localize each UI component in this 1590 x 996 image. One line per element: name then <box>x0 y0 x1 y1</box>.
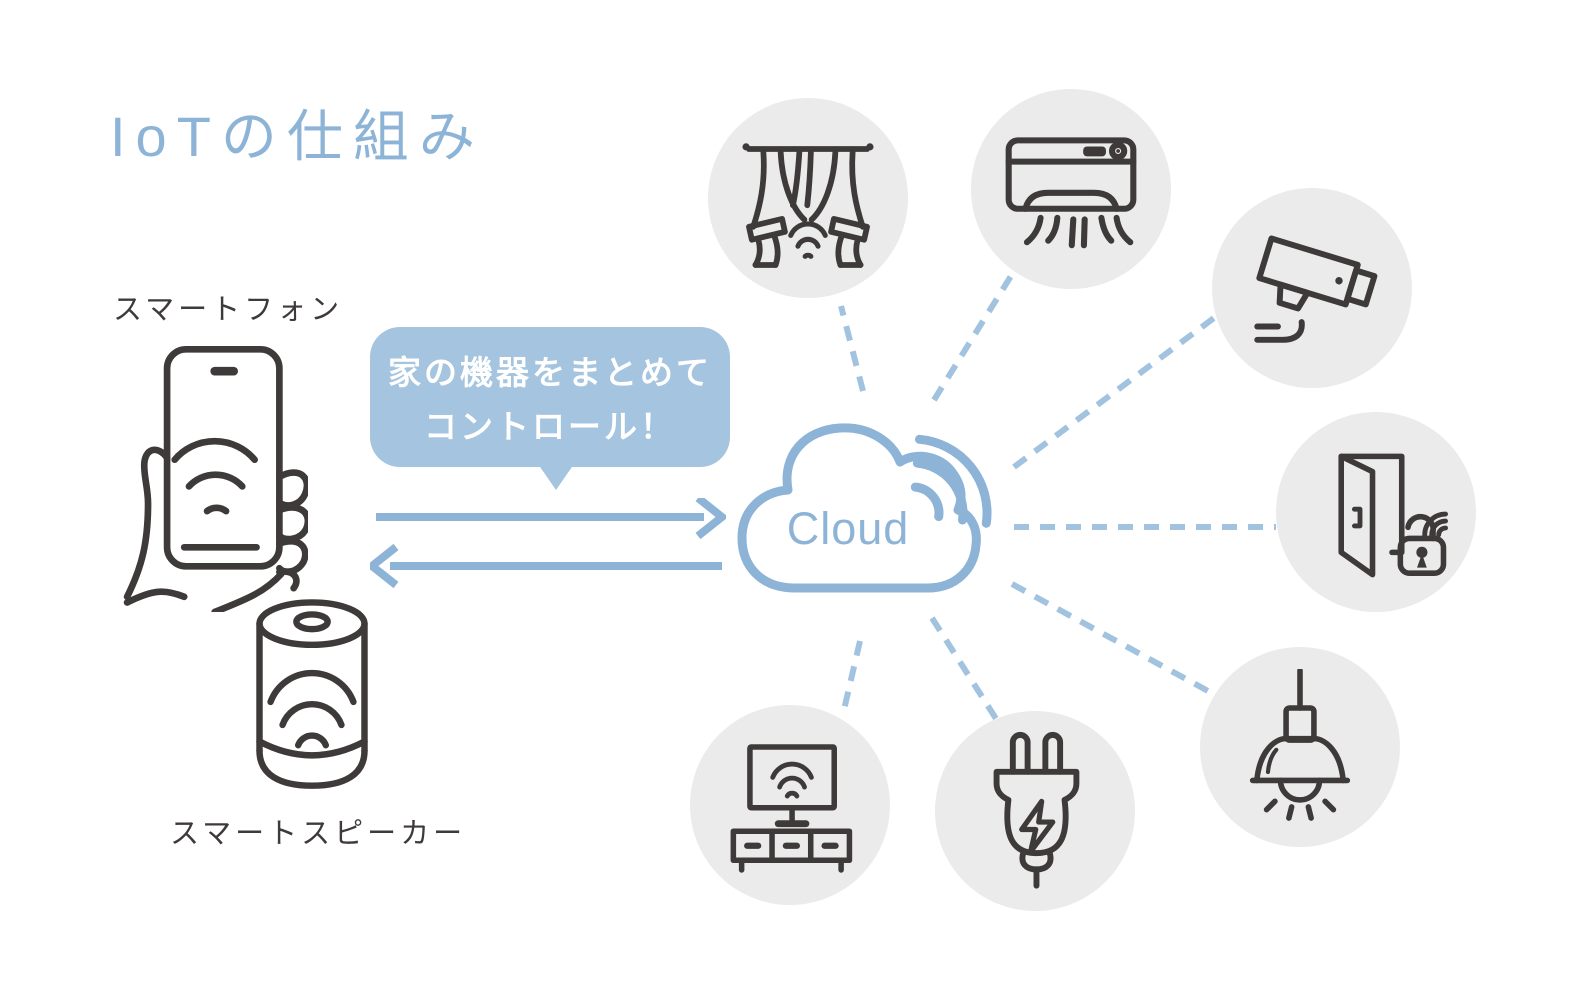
device-circle-doorlock <box>1276 412 1476 612</box>
connector-tv <box>840 640 863 715</box>
page-title: IoTの仕組み <box>110 105 485 168</box>
smart-tv-icon <box>730 744 853 873</box>
device-circle-aircon <box>971 89 1171 289</box>
cloud-icon <box>737 423 992 593</box>
smartphone-label: スマートフォン <box>113 294 344 326</box>
smart-door-lock-icon <box>1338 453 1448 578</box>
device-circle-curtain <box>708 98 908 298</box>
connector-aircon <box>931 266 1019 402</box>
speech-bubble-tail <box>538 464 574 490</box>
cloud-signal-waves <box>910 434 992 528</box>
connector-plug <box>929 616 1010 738</box>
smart-speaker-icon <box>256 599 368 789</box>
connector-camera <box>1012 309 1224 470</box>
cloud-label: Cloud <box>786 503 910 554</box>
connector-curtain <box>838 305 866 392</box>
connector-light <box>1010 581 1232 706</box>
device-circle-camera <box>1212 188 1412 388</box>
phone-cloud-arrows <box>370 498 726 589</box>
speech-bubble: 家の機器をまとめて コントロール！ <box>370 327 730 467</box>
device-circle-light <box>1200 647 1400 847</box>
smart-plug-icon <box>993 731 1080 889</box>
smart-speaker-label: スマートスピーカー <box>170 818 467 850</box>
device-circle-plug <box>935 711 1135 911</box>
smart-curtain-icon <box>742 143 874 268</box>
arrow-left-head <box>370 543 399 589</box>
device-circle-tv <box>690 705 890 905</box>
smartphone-in-hand-icon <box>123 345 308 612</box>
air-conditioner-icon <box>1005 137 1137 249</box>
arrow-right-head <box>695 498 726 540</box>
pendant-light-icon <box>1249 669 1351 821</box>
security-camera-icon <box>1254 235 1378 343</box>
speech-bubble-line2: コントロール！ <box>424 408 676 445</box>
speech-bubble-line1: 家の機器をまとめて <box>388 354 712 391</box>
